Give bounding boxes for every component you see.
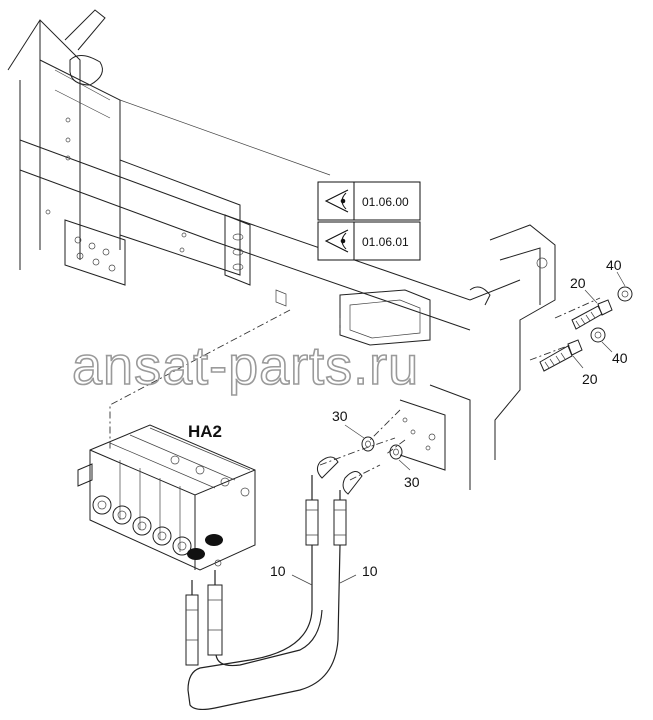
- callout-40: 40: [612, 350, 628, 366]
- callout-10: 10: [270, 563, 286, 579]
- reference-box-2: 01.06.01: [317, 221, 421, 261]
- callouts: 10 10 20 20 30 30 40 40: [270, 257, 628, 579]
- assembly-lines: [109, 297, 601, 481]
- leader-lines: [291, 271, 626, 586]
- chassis-frame: [7, 9, 556, 490]
- hose-10-left: [185, 456, 341, 711]
- eye-view-icon: [324, 189, 349, 213]
- callout-30: 30: [332, 408, 348, 424]
- reference-box-1: 01.06.00: [317, 181, 421, 221]
- callout-20: 20: [582, 371, 598, 387]
- valve-actuators: [92, 495, 192, 556]
- cap-40-lower: [590, 327, 606, 343]
- callout-20: 20: [570, 275, 586, 291]
- callout-40: 40: [606, 257, 622, 273]
- callout-10: 10: [362, 563, 378, 579]
- eye-view-icon: [324, 229, 349, 253]
- reference-code: 01.06.00: [362, 195, 409, 209]
- bolt-20-lower: [539, 339, 583, 372]
- washer-30-upper: [361, 436, 375, 452]
- assembly-label: HA2: [188, 422, 222, 441]
- watermark: ansat-parts.ru: [72, 336, 419, 396]
- hose-10-right: [191, 471, 363, 667]
- cap-40-upper: [617, 286, 633, 302]
- washer-30-lower: [389, 444, 403, 460]
- reference-code: 01.06.01: [362, 235, 409, 249]
- callout-30: 30: [404, 474, 420, 490]
- control-valve-ha2: [77, 424, 256, 571]
- bolt-20-upper: [571, 299, 613, 330]
- port-cap: [187, 548, 205, 560]
- port-cap: [205, 534, 223, 546]
